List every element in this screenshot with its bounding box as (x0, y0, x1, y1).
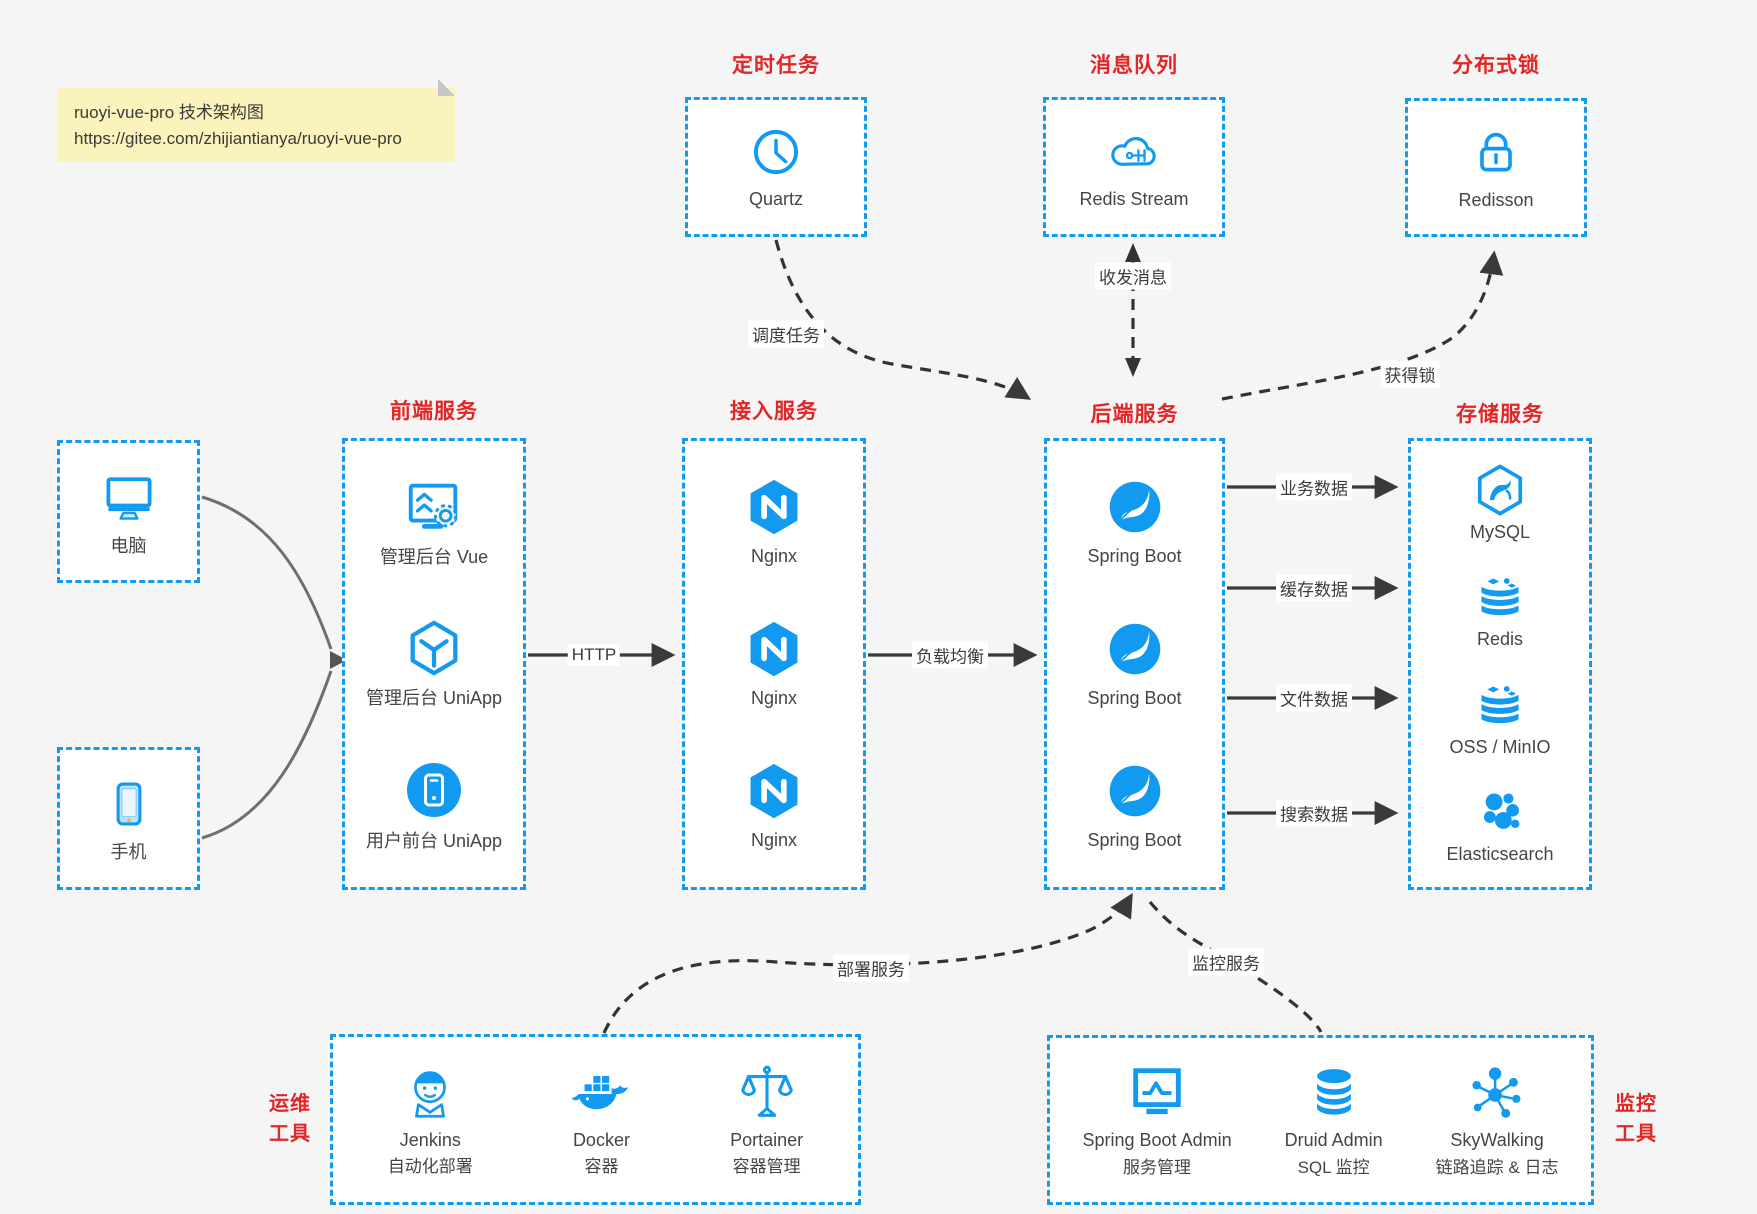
node-druid-admin: Druid Admin SQL 监控 (1285, 1062, 1383, 1178)
edge-label-load-balance: 负载均衡 (912, 641, 988, 669)
node-elasticsearch: Elasticsearch (1446, 785, 1554, 865)
title-storage: 存储服务 (1456, 403, 1544, 426)
title-gateway: 接入服务 (730, 400, 818, 423)
uniapp-cube-icon (403, 617, 465, 679)
box-frontend: 管理后台 Vue 管理后台 UniApp 用户前台 UniApp (342, 438, 526, 890)
note-url: https://gitee.com/zhijiantianya/ruoyi-vu… (74, 128, 402, 148)
nginx-icon (744, 761, 804, 821)
note-title: ruoyi-vue-pro 技术架构图 (74, 103, 264, 122)
edge-lock (1221, 250, 1504, 401)
nginx-icon (744, 619, 804, 679)
title-monitor-tools: 监控 工具 (1615, 1093, 1657, 1145)
box-monitor-tools: Spring Boot Admin 服务管理 Druid Admin SQL 监… (1047, 1035, 1594, 1205)
elasticsearch-icon (1472, 785, 1528, 839)
node-springboot-2: Spring Boot (1087, 619, 1182, 709)
node-admin-uniapp: 管理后台 UniApp (366, 617, 502, 709)
node-jenkins: Jenkins 自动化部署 (388, 1062, 473, 1178)
node-redis: Redis (1473, 570, 1527, 650)
edge-phone-to-frontend (201, 670, 333, 840)
jenkins-icon (399, 1062, 461, 1124)
node-admin-vue: 管理后台 Vue (380, 476, 488, 568)
node-nginx-1: Nginx (744, 477, 804, 567)
user-app-icon (402, 758, 466, 822)
title-backend: 后端服务 (1090, 403, 1179, 426)
sba-icon (1126, 1062, 1188, 1124)
note-fold-corner (438, 79, 455, 96)
druid-icon (1304, 1062, 1364, 1124)
box-distributed-lock: Redisson (1405, 98, 1587, 237)
sticky-note: ruoyi-vue-pro 技术架构图 https://gitee.com/zh… (57, 79, 455, 162)
box-backend: Spring Boot Spring Boot Spring Boot (1044, 438, 1225, 890)
title-ops-tools: 运维 工具 (269, 1093, 311, 1145)
spring-icon (1105, 619, 1165, 679)
spring-icon (1105, 761, 1165, 821)
edge-label-message: 收发消息 (1095, 262, 1171, 290)
box-ops-tools: Jenkins 自动化部署 Docker 容器 Portainer 容器管理 (330, 1034, 861, 1205)
node-label: Redis Stream (1079, 189, 1189, 210)
portainer-icon (736, 1062, 798, 1124)
box-gateway: Nginx Nginx Nginx (682, 438, 866, 890)
title-message-queue: 消息队列 (1090, 54, 1178, 77)
redis-icon (1473, 678, 1527, 732)
clock-icon (748, 124, 804, 180)
node-portainer: Portainer 容器管理 (730, 1062, 803, 1178)
title-distributed-lock: 分布式锁 (1452, 54, 1540, 77)
phone-icon (100, 775, 158, 833)
edge-label-http: HTTP (567, 644, 621, 666)
padlock-icon (1468, 125, 1524, 181)
edge-label-deploy: 部署服务 (833, 954, 909, 982)
node-nginx-3: Nginx (744, 761, 804, 851)
node-mysql: MySQL (1470, 463, 1530, 543)
mysql-icon (1473, 463, 1527, 517)
title-frontend: 前端服务 (390, 400, 478, 423)
edge-label-monitor: 监控服务 (1188, 948, 1264, 976)
edge-label-file-data: 文件数据 (1276, 684, 1352, 712)
box-client-pc: 电脑 (57, 440, 200, 583)
node-spring-boot-admin: Spring Boot Admin 服务管理 (1083, 1062, 1232, 1178)
box-scheduled-tasks: Quartz (685, 97, 867, 237)
node-user-uniapp: 用户前台 UniApp (366, 758, 502, 852)
node-label: Quartz (748, 189, 804, 210)
docker-icon (570, 1062, 632, 1124)
box-storage: MySQL Redis OSS / MinIO Elasticsearch (1408, 438, 1592, 890)
edge-label-search-data: 搜索数据 (1276, 799, 1352, 827)
spring-icon (1105, 477, 1165, 537)
node-label: Redisson (1458, 189, 1534, 210)
cloud-stream-icon (1105, 124, 1163, 180)
node-label: 手机 (110, 841, 147, 862)
node-oss-minio: OSS / MinIO (1449, 678, 1551, 758)
node-springboot-3: Spring Boot (1087, 761, 1182, 851)
node-label: 电脑 (110, 535, 147, 556)
node-skywalking: SkyWalking 链路追踪 & 日志 (1436, 1062, 1558, 1178)
title-scheduled-tasks: 定时任务 (732, 54, 820, 77)
node-nginx-2: Nginx (744, 619, 804, 709)
skywalking-icon (1466, 1062, 1528, 1124)
node-docker: Docker 容器 (570, 1062, 632, 1178)
message-arrowhead-up (1125, 243, 1141, 262)
edge-label-lock: 获得锁 (1380, 360, 1440, 388)
redis-icon (1473, 570, 1527, 624)
message-arrowhead-down (1125, 358, 1141, 377)
box-client-phone: 手机 (57, 747, 200, 890)
box-message-queue: Redis Stream (1043, 97, 1225, 237)
edge-pc-to-frontend (201, 495, 333, 650)
desktop-icon (99, 467, 159, 527)
admin-vue-icon (403, 476, 465, 538)
edge-label-cache-data: 缓存数据 (1276, 574, 1352, 602)
edge-label-schedule: 调度任务 (748, 320, 824, 348)
edge-schedule (774, 239, 1032, 400)
edge-label-business-data: 业务数据 (1276, 473, 1352, 501)
node-springboot-1: Spring Boot (1087, 477, 1182, 567)
nginx-icon (744, 477, 804, 537)
